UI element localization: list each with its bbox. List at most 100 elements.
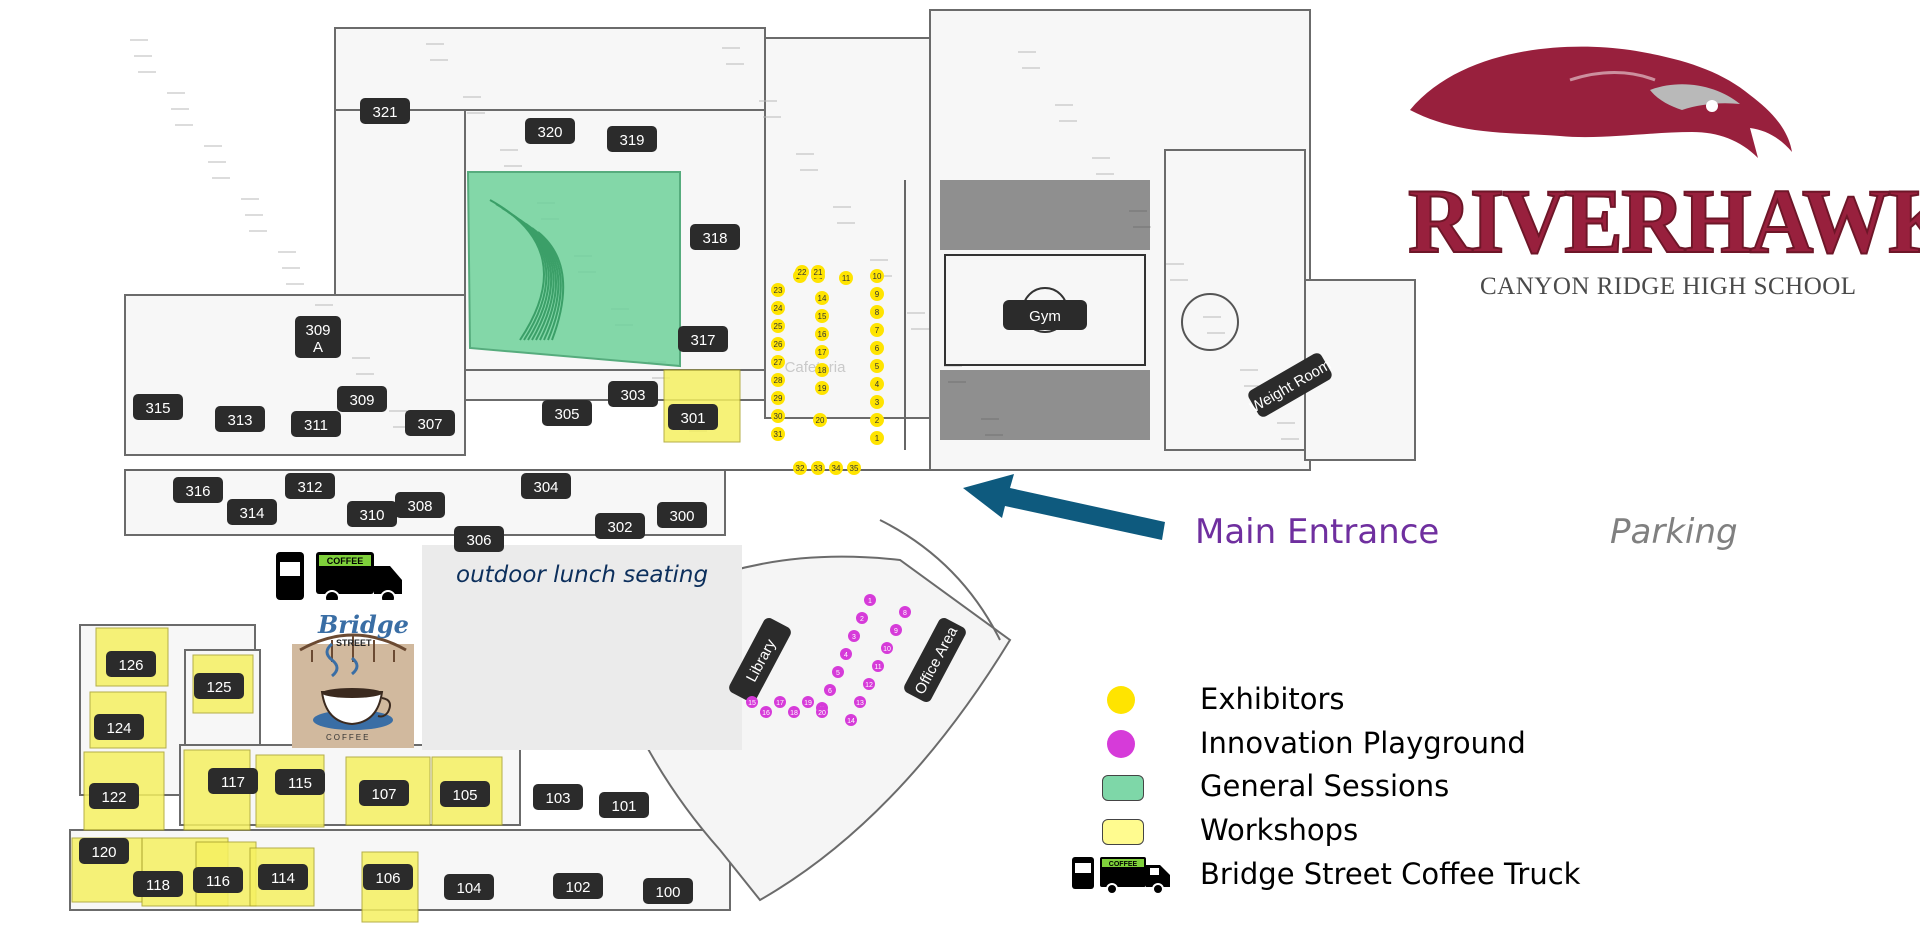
- room-badge: [285, 473, 335, 499]
- room-badge: [295, 316, 341, 358]
- room-number: 309: [349, 392, 374, 409]
- innovation-number: 11: [874, 664, 881, 671]
- exhibitor-marker: [793, 461, 807, 475]
- room-badge: [359, 780, 409, 806]
- truck-sign-text: COFFEE: [327, 556, 364, 566]
- exhibitor-marker: [870, 431, 884, 445]
- exhibitor-number: 2: [875, 416, 880, 425]
- room-badge: [89, 783, 139, 809]
- room-badge: [521, 473, 571, 499]
- legend-exhibitors: Exhibitors: [1070, 680, 1630, 720]
- room-badge: [690, 224, 740, 250]
- innovation-number: 15: [748, 700, 756, 707]
- room-badge: [440, 781, 490, 807]
- room-badge: [553, 873, 603, 899]
- exhibitor-number: 28: [774, 376, 783, 385]
- innovation-number: 3: [852, 634, 856, 641]
- exhibitor-number: 33: [814, 464, 823, 473]
- exhibitor-marker: [771, 409, 785, 423]
- exhibitor-marker: [813, 413, 827, 427]
- exhibitor-marker: [815, 291, 829, 305]
- bleachers: [940, 180, 1150, 250]
- room-badge: [291, 411, 341, 437]
- exhibitor-number: 24: [774, 304, 783, 313]
- room-number: 114: [271, 870, 295, 887]
- room-badge: [678, 326, 728, 352]
- exhibitor-marker: [829, 461, 843, 475]
- room-number: 321: [372, 104, 397, 121]
- room-number: 304: [533, 479, 558, 496]
- room-badge: [173, 477, 223, 503]
- room-badge: [533, 784, 583, 810]
- innovation-number: 17: [776, 700, 784, 707]
- seating-row: [537, 231, 565, 341]
- room-badge: [215, 406, 265, 432]
- room-number-part: 309: [305, 322, 330, 339]
- exhibitor-number: 25: [774, 322, 783, 331]
- innovation-number: 2: [860, 616, 864, 623]
- room-badge: [133, 394, 183, 420]
- room-number: 118: [146, 877, 170, 894]
- room-number: 120: [91, 844, 116, 861]
- coffee-truck-icon: COFFEE: [1072, 857, 1170, 895]
- legend-label: Bridge Street Coffee Truck: [1200, 857, 1581, 891]
- room-number: 305: [554, 406, 579, 423]
- room-number: 117: [221, 774, 245, 791]
- innovation-marker: [864, 594, 876, 606]
- room-badge: [405, 410, 455, 436]
- room-number: 310: [359, 507, 384, 524]
- room-number: 105: [452, 787, 477, 804]
- bridge-street-coffee-logo: Bridge STREET COFFEE: [292, 600, 414, 748]
- exhibitor-number: 17: [818, 348, 827, 357]
- exhibitor-number: 5: [875, 362, 880, 371]
- exhibitor-number: 10: [873, 272, 882, 281]
- exhibitor-number: 21: [814, 268, 823, 277]
- innovation-number: 13: [856, 700, 864, 707]
- room-number: 101: [611, 798, 636, 815]
- general-sessions-swatch-icon: [1102, 775, 1144, 801]
- courtyard: [422, 545, 742, 750]
- innovation-marker: [881, 642, 893, 654]
- map-extras: COFFEE: [276, 474, 1165, 606]
- coffee-truck-icon: COFFEE: [276, 552, 402, 606]
- exhibitor-marker: [771, 373, 785, 387]
- legend-label: Innovation Playground: [1200, 726, 1526, 760]
- exhibitor-marker: [771, 319, 785, 333]
- innovation-marker: [848, 630, 860, 642]
- innovation-number: 9: [894, 628, 898, 635]
- exhibitor-number: 29: [774, 394, 783, 403]
- parking-label: Parking: [1610, 512, 1738, 552]
- innovation-marker: [856, 612, 868, 624]
- exhibitor-marker: [839, 271, 853, 285]
- room-number: 307: [417, 416, 442, 433]
- room-number: 316: [185, 483, 210, 500]
- exhibitor-marker: [870, 377, 884, 391]
- innovation-number: 8: [903, 610, 907, 617]
- innovation-marker: [890, 624, 902, 636]
- room-badge: [194, 673, 244, 699]
- innovation-marker: [899, 606, 911, 618]
- bridge-brand-sub: STREET: [336, 638, 372, 648]
- room-number: 125: [206, 679, 231, 696]
- room-number-part: A: [313, 339, 323, 356]
- general-sessions-area: [466, 171, 681, 368]
- curve-wall: [879, 519, 1001, 641]
- room-number: 102: [565, 879, 590, 896]
- innovation-number: 12: [865, 682, 873, 689]
- exhibitor-dot-icon: [1107, 686, 1135, 714]
- innovation-marker: [863, 678, 875, 690]
- innovation-marker: [774, 696, 786, 708]
- truck-sign: [319, 555, 371, 566]
- office-area-label-badge: [904, 617, 966, 703]
- innovation-number: 4: [844, 652, 848, 659]
- cafeteria-label: Cafeteria: [785, 359, 847, 376]
- innovation-number: 14: [847, 718, 855, 725]
- exhibitor-number: 16: [818, 330, 827, 339]
- exhibitor-marker: [847, 461, 861, 475]
- room-number: 306: [466, 532, 491, 549]
- exhibitor-marker: [870, 395, 884, 409]
- exhibitor-number: 7: [875, 326, 880, 335]
- exhibitor-number: 8: [875, 308, 880, 317]
- innovation-marker: [872, 660, 884, 672]
